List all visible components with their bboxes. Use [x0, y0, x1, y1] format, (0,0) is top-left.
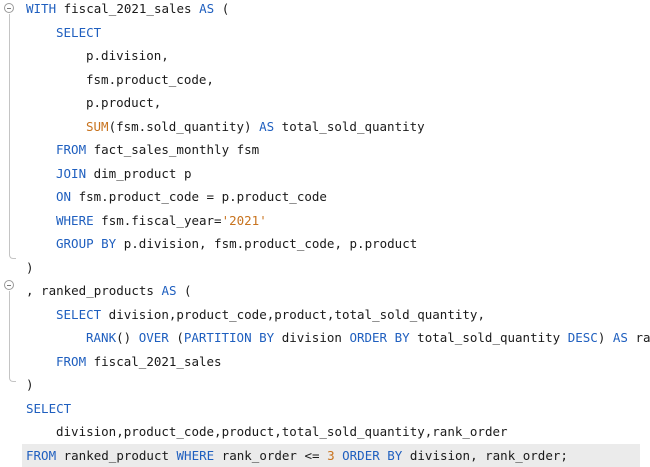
code-line[interactable]: division,product_code,product,total_sold… [56, 420, 508, 443]
fold-collapse-icon[interactable] [4, 280, 14, 290]
code-token: p.division, [86, 48, 169, 63]
code-token: total_sold_quantity [274, 118, 425, 134]
fold-gutter [0, 0, 22, 462]
code-token: OVER [138, 330, 169, 345]
code-line[interactable]: JOIN dim_product p [56, 162, 191, 185]
code-line[interactable]: p.division, [86, 44, 169, 67]
code-token: ON [56, 189, 72, 204]
fold-guide-line [9, 14, 10, 252]
code-token: AS [612, 330, 628, 345]
code-token: division,product_code,product,total_sold… [101, 306, 485, 322]
code-token: WITH [26, 1, 57, 16]
code-line[interactable]: FROM ranked_product WHERE rank_order <= … [22, 443, 640, 467]
code-token: p.division, fsm.product_code, p.product [116, 236, 418, 251]
code-token: (fsm.sold_quantity) [108, 118, 260, 134]
code-token: ORDER BY [349, 330, 410, 345]
code-line[interactable]: ON fsm.product_code = p.product_code [56, 185, 327, 208]
code-token: '2021' [221, 212, 267, 228]
code-token: AS [259, 118, 275, 134]
code-token: AS [161, 283, 177, 298]
code-line[interactable]: ) [26, 256, 34, 279]
code-line[interactable]: WHERE fsm.fiscal_year='2021' [56, 209, 267, 232]
code-token: p.product, [86, 95, 162, 110]
code-token: division, rank_order; [402, 447, 568, 463]
code-line[interactable]: FROM fact_sales_monthly fsm [56, 138, 259, 161]
code-token: FROM [26, 447, 57, 463]
code-token: JOIN [56, 165, 87, 181]
code-token: fiscal_2021_sales [86, 353, 222, 369]
code-token: fsm.fiscal_year= [93, 212, 222, 228]
code-line[interactable]: WITH fiscal_2021_sales AS ( [26, 0, 229, 20]
code-line[interactable]: fsm.product_code, [86, 68, 214, 91]
code-token: () [116, 330, 139, 345]
code-line[interactable]: SELECT [26, 397, 71, 420]
code-line[interactable]: , ranked_products AS ( [26, 279, 192, 302]
code-token: SELECT [56, 24, 102, 40]
code-token: GROUP BY [56, 236, 117, 251]
code-token: ( [214, 1, 230, 16]
code-token: 3 [327, 447, 335, 463]
code-token: ranked_product [56, 447, 177, 463]
code-token: , ranked_products [26, 283, 162, 298]
code-token: AS [199, 1, 215, 16]
code-line[interactable]: SELECT [56, 21, 101, 44]
code-token: division [274, 330, 350, 345]
code-token: division,product_code,product,total_sold… [56, 424, 508, 439]
fold-collapse-icon[interactable] [4, 3, 14, 13]
code-line[interactable]: p.product, [86, 91, 161, 114]
code-token: ) [597, 330, 613, 345]
code-token: fsm.product_code, [86, 71, 214, 87]
code-token: ORDER BY [342, 447, 403, 463]
code-token: RANK [86, 330, 117, 345]
fold-end-marker [9, 375, 16, 382]
code-token: fact_sales_monthly fsm [86, 142, 260, 157]
code-token: rank_order <= [214, 447, 328, 463]
code-line[interactable]: RANK() OVER (PARTITION BY division ORDER… [86, 326, 650, 349]
code-token: fiscal_2021_sales [56, 1, 200, 16]
code-token: ) [26, 377, 34, 392]
code-token: ( [168, 330, 184, 345]
code-token: ) [26, 259, 34, 275]
code-token [335, 448, 343, 463]
code-token: WHERE [176, 447, 215, 463]
code-token: DESC [567, 330, 598, 345]
code-token: fsm.product_code = p.product_code [71, 189, 327, 204]
code-token: total_sold_quantity [409, 330, 568, 345]
fold-end-marker [9, 252, 16, 259]
code-token: WHERE [56, 212, 94, 228]
code-line[interactable]: FROM fiscal_2021_sales [56, 350, 222, 373]
code-token: dim_product p [86, 165, 192, 181]
code-token: ( [176, 283, 192, 298]
code-token: SELECT [56, 306, 102, 322]
fold-guide-line [9, 291, 10, 375]
code-token: PARTITION BY [183, 330, 275, 345]
code-token: rank [635, 330, 650, 345]
code-line[interactable]: GROUP BY p.division, fsm.product_code, p… [56, 232, 417, 255]
code-line[interactable]: SUM(fsm.sold_quantity) AS total_sold_qua… [86, 115, 425, 138]
code-line[interactable]: SELECT division,product_code,product,tot… [56, 303, 485, 326]
code-token: FROM [56, 353, 87, 369]
code-token: SUM [86, 118, 109, 134]
code-token: SELECT [26, 400, 72, 416]
code-line[interactable]: ) [26, 373, 34, 396]
code-token: FROM [56, 142, 87, 157]
